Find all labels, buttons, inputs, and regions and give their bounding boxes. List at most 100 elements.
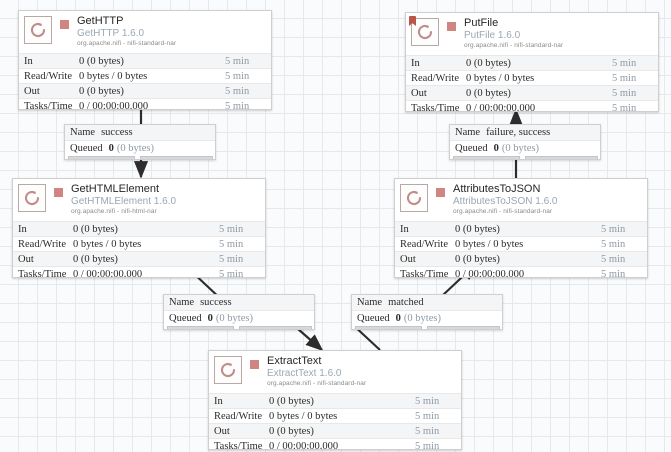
connection-relationship: success [200, 297, 232, 308]
processor-bundle: org.apache.nifi - nifi-standard-nar [77, 40, 177, 48]
processor-type: PutFile 1.6.0 [464, 29, 521, 41]
stat-time-in: 5 min [415, 395, 440, 407]
processor-attributestojson[interactable]: AttributesToJSON AttributesToJSON 1.6.0 … [394, 178, 648, 278]
stat-value-tasks-time: 0 / 00:00:00.000 [269, 440, 339, 450]
processor-type: ExtractText 1.6.0 [267, 367, 342, 379]
stat-time-out: 5 min [225, 85, 250, 97]
processor-loop-icon [24, 16, 52, 44]
stat-row-tasks-time: Tasks/Time 0 / 00:00:00.000 5 min [13, 266, 265, 278]
connection-label-extracttext-attributestojson[interactable]: Name matched Queued 0 (0 bytes) [351, 294, 503, 330]
processor-type: GetHTTP 1.6.0 [77, 27, 145, 39]
stat-time-in: 5 min [219, 223, 244, 235]
processor-putfile[interactable]: PutFile PutFile 1.6.0 org.apache.nifi - … [405, 12, 659, 112]
connection-label-attributestojson-putfile[interactable]: Name failure, success Queued 0 (0 bytes) [449, 124, 601, 160]
processor-type: AttributesToJSON 1.6.0 [453, 195, 558, 207]
processor-bundle: org.apache.nifi - nifi-standard-nar [453, 208, 553, 216]
processor-gethtmlelement[interactable]: GetHTMLElement GetHTMLElement 1.6.0 org.… [12, 178, 266, 278]
connection-queued-count: 0 [493, 142, 499, 154]
processor-stats: In 0 (0 bytes) 5 min Read/Write 0 bytes … [19, 53, 271, 110]
processor-gethttp[interactable]: GetHTTP GetHTTP 1.6.0 org.apache.nifi - … [18, 10, 272, 110]
stat-row-out: Out 0 (0 bytes) 5 min [13, 251, 265, 266]
stat-label-read-write: Read/Write [214, 410, 262, 422]
stat-time-out: 5 min [415, 425, 440, 437]
connection-label-gethtmlelement-extracttext[interactable]: Name success Queued 0 (0 bytes) [163, 294, 315, 330]
processor-name: ExtractText [267, 355, 322, 367]
stat-label-in: In [400, 223, 409, 235]
processor-header: GetHTTP GetHTTP 1.6.0 org.apache.nifi - … [19, 11, 271, 53]
processor-header: PutFile PutFile 1.6.0 org.apache.nifi - … [406, 13, 658, 55]
connection-threshold-bars [352, 325, 502, 329]
stat-row-in: In 0 (0 bytes) 5 min [406, 55, 658, 70]
processor-titles: ExtractText ExtractText 1.6.0 org.apache… [267, 355, 457, 388]
connection-count-bar [68, 155, 135, 159]
processor-icon-wrap [409, 16, 441, 48]
connection-relationship: failure, success [486, 127, 551, 138]
stat-time-tasks-time: 5 min [219, 268, 244, 278]
stat-label-out: Out [24, 85, 40, 97]
stat-time-in: 5 min [601, 223, 626, 235]
stat-label-read-write: Read/Write [24, 70, 72, 82]
processor-stats: In 0 (0 bytes) 5 min Read/Write 0 bytes … [13, 221, 265, 278]
stat-value-read-write: 0 bytes / 0 bytes [73, 238, 142, 250]
processor-icon-wrap [214, 356, 244, 386]
processor-bundle: org.apache.nifi - nifi-standard-nar [464, 42, 564, 50]
connection-queued-count: 0 [395, 312, 401, 324]
stat-value-tasks-time: 0 / 00:00:00.000 [466, 102, 536, 112]
stat-value-read-write: 0 bytes / 0 bytes [455, 238, 524, 250]
processor-stats: In 0 (0 bytes) 5 min Read/Write 0 bytes … [395, 221, 647, 278]
connection-size-bar [525, 155, 598, 159]
processor-loop-icon [18, 184, 46, 212]
stat-label-out: Out [400, 253, 416, 265]
connection-name-row: Name matched [352, 295, 502, 310]
connection-count-bar [355, 325, 422, 329]
run-status-stopped-icon [447, 22, 456, 31]
stat-time-out: 5 min [219, 253, 244, 265]
stat-time-read-write: 5 min [225, 70, 250, 82]
connection-threshold-bars [164, 325, 314, 329]
stat-label-in: In [214, 395, 223, 407]
processor-type: GetHTMLElement 1.6.0 [71, 195, 177, 207]
stat-row-read-write: Read/Write 0 bytes / 0 bytes 5 min [19, 68, 271, 83]
processor-bundle: org.apache.nifi - nifi-html-nar [71, 208, 157, 216]
stat-label-in: In [411, 57, 420, 69]
stat-time-tasks-time: 5 min [225, 100, 250, 110]
stat-label-read-write: Read/Write [411, 72, 459, 84]
processor-header: ExtractText ExtractText 1.6.0 org.apache… [209, 351, 461, 393]
processor-header: GetHTMLElement GetHTMLElement 1.6.0 org.… [13, 179, 265, 221]
stat-time-read-write: 5 min [415, 410, 440, 422]
stat-label-out: Out [214, 425, 230, 437]
connection-name-key: Name [357, 297, 383, 308]
connection-relationship: matched [388, 297, 424, 308]
connection-count-bar [453, 155, 520, 159]
stat-time-in: 5 min [225, 55, 250, 67]
processor-titles: PutFile PutFile 1.6.0 org.apache.nifi - … [464, 17, 654, 50]
stat-time-tasks-time: 5 min [601, 268, 626, 278]
stat-row-in: In 0 (0 bytes) 5 min [209, 393, 461, 408]
stat-row-out: Out 0 (0 bytes) 5 min [395, 251, 647, 266]
processor-loop-icon [214, 356, 242, 384]
run-status-stopped-icon [436, 188, 445, 197]
connection-queued-key: Queued [169, 312, 202, 324]
connection-queued-bytes: (0 bytes) [116, 142, 154, 154]
connection-size-bar [239, 325, 312, 329]
bulletin-indicator-icon[interactable] [409, 16, 416, 26]
stat-value-out: 0 (0 bytes) [466, 87, 511, 99]
run-status-stopped-icon [54, 188, 63, 197]
processor-titles: GetHTTP GetHTTP 1.6.0 org.apache.nifi - … [77, 15, 267, 48]
stat-value-tasks-time: 0 / 00:00:00.000 [455, 268, 525, 278]
stat-time-read-write: 5 min [601, 238, 626, 250]
stat-time-tasks-time: 5 min [612, 102, 637, 112]
stat-value-out: 0 (0 bytes) [269, 425, 314, 437]
processor-extracttext[interactable]: ExtractText ExtractText 1.6.0 org.apache… [208, 350, 462, 450]
connection-name-row: Name success [65, 125, 215, 140]
stat-label-tasks-time: Tasks/Time [400, 268, 449, 278]
connection-queued-key: Queued [70, 142, 103, 154]
stat-time-out: 5 min [601, 253, 626, 265]
processor-loop-icon [411, 18, 439, 46]
connection-name-key: Name [455, 127, 481, 138]
connection-label-gethttp-gethtmlelement[interactable]: Name success Queued 0 (0 bytes) [64, 124, 216, 160]
stat-row-read-write: Read/Write 0 bytes / 0 bytes 5 min [406, 70, 658, 85]
stat-label-tasks-time: Tasks/Time [214, 440, 263, 450]
connection-name-row: Name success [164, 295, 314, 310]
